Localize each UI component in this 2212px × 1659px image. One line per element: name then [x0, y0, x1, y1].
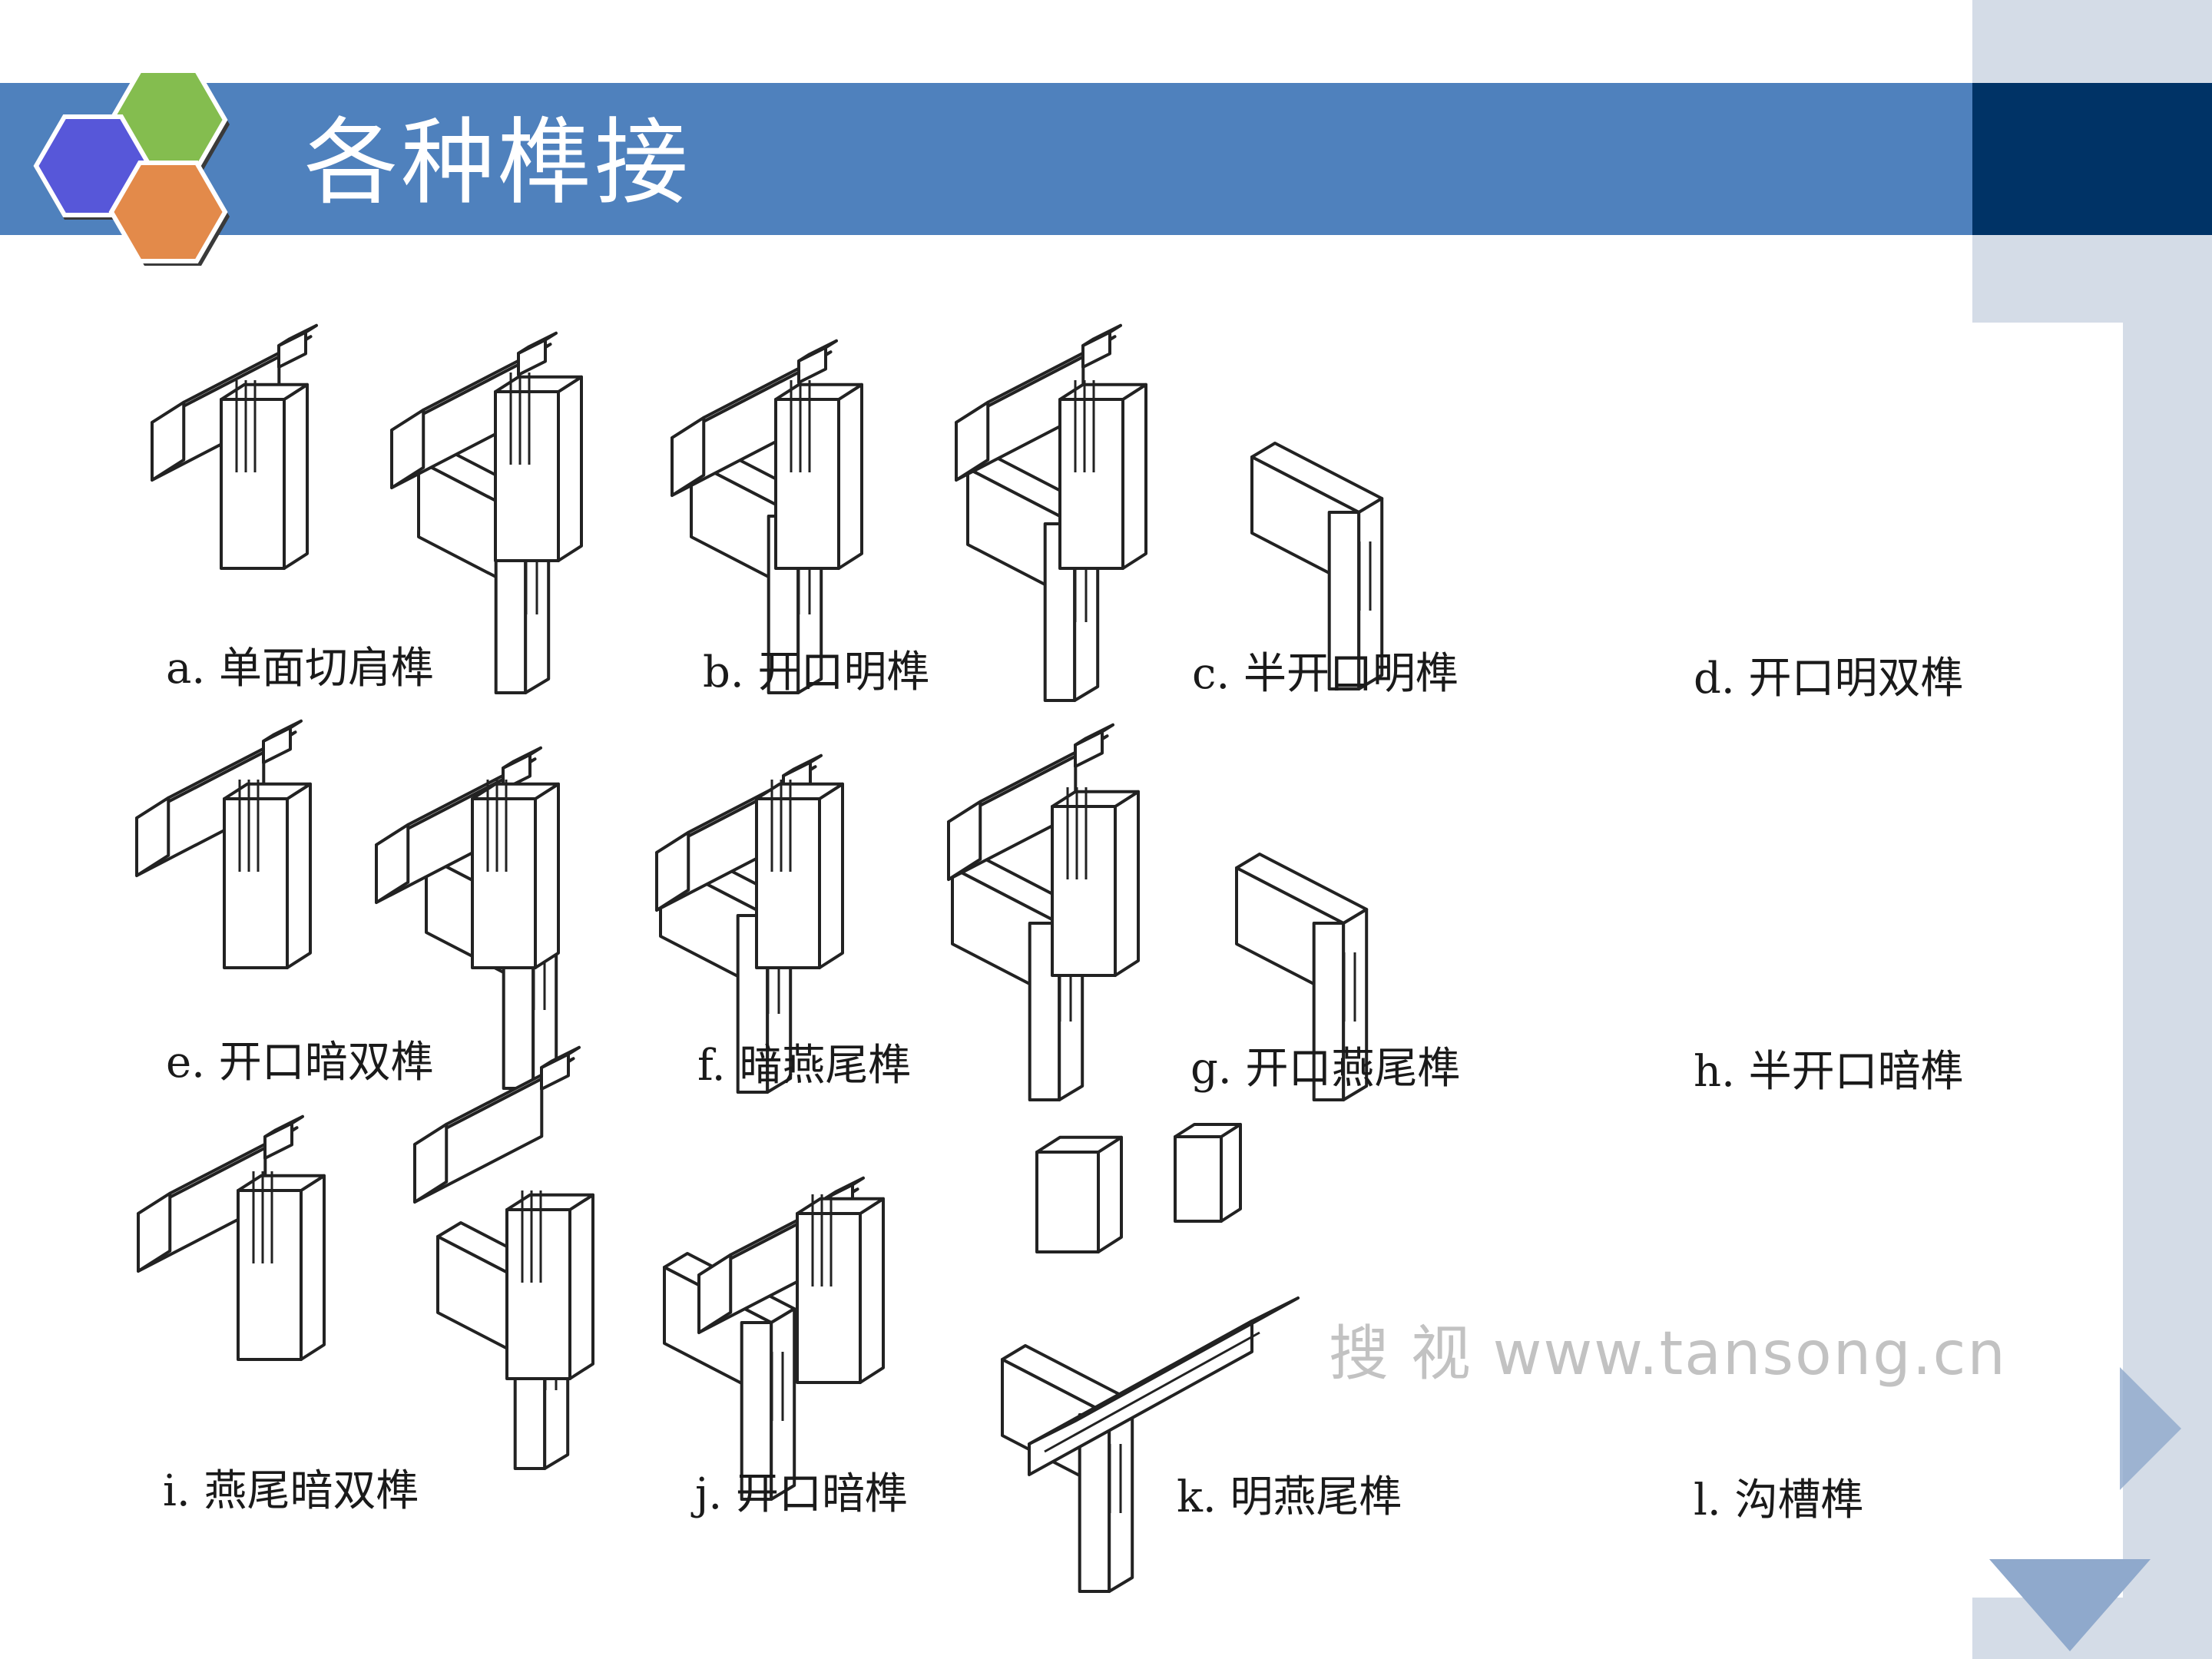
- caption-a: a. 单面切肩榫: [166, 644, 434, 694]
- frame-k: [1001, 1344, 1134, 1593]
- caption-k: k. 明燕尾榫: [1177, 1472, 1402, 1522]
- watermark: 搜 视 www.tansong.cn: [1329, 1320, 2007, 1389]
- post-j: [505, 1193, 594, 1380]
- joints-figure: a. 单面切肩榫 b. 开口明榫 c. 半开口明榫 d. 开口明双榫 e. 开口…: [77, 323, 2123, 1598]
- rail-i: [137, 1126, 299, 1273]
- caption-d: d. 开口明双榫: [1694, 654, 1964, 704]
- groove-block-1: [1035, 1135, 1123, 1253]
- hexagon-cluster-icon: [33, 68, 230, 266]
- frame-d: [1250, 442, 1384, 690]
- caption-b: b. 开口明榫: [703, 647, 930, 697]
- caption-e: e. 开口暗双榫: [166, 1038, 434, 1088]
- caption-g: g. 开口燕尾榫: [1190, 1044, 1461, 1094]
- caption-j: j. 开口暗榫: [695, 1469, 908, 1519]
- post-h: [1051, 790, 1140, 977]
- rail-h: [947, 734, 1109, 881]
- hexagon-orange: [108, 161, 228, 263]
- page-title: 各种榫接: [304, 108, 691, 217]
- post-b: [494, 375, 583, 562]
- caption-i: i. 燕尾暗双榫: [163, 1466, 419, 1516]
- post-c: [774, 382, 863, 570]
- rail-j: [413, 1057, 575, 1204]
- post-a: [220, 382, 309, 570]
- post-g: [755, 782, 844, 969]
- caption-l: l. 沟槽榫: [1694, 1475, 1864, 1525]
- post-f: [471, 782, 560, 969]
- groove-block-2: [1174, 1123, 1242, 1223]
- caption-f: f. 暗燕尾榫: [697, 1041, 912, 1091]
- post-d: [1058, 382, 1147, 570]
- rail-b: [390, 343, 552, 489]
- caption-h: h. 半开口暗榫: [1694, 1047, 1964, 1097]
- joint-drawings: [135, 323, 1384, 1593]
- rail-c: [671, 350, 833, 497]
- rail-e: [135, 730, 297, 877]
- post-k: [796, 1197, 885, 1384]
- triangle-decor-icon: [1989, 1367, 2181, 1651]
- title-bar: [0, 83, 1972, 235]
- side-panel-dark-block: [1972, 83, 2212, 235]
- caption-c: c. 半开口明榫: [1192, 649, 1459, 699]
- post-i: [237, 1174, 326, 1361]
- post-e: [223, 782, 312, 969]
